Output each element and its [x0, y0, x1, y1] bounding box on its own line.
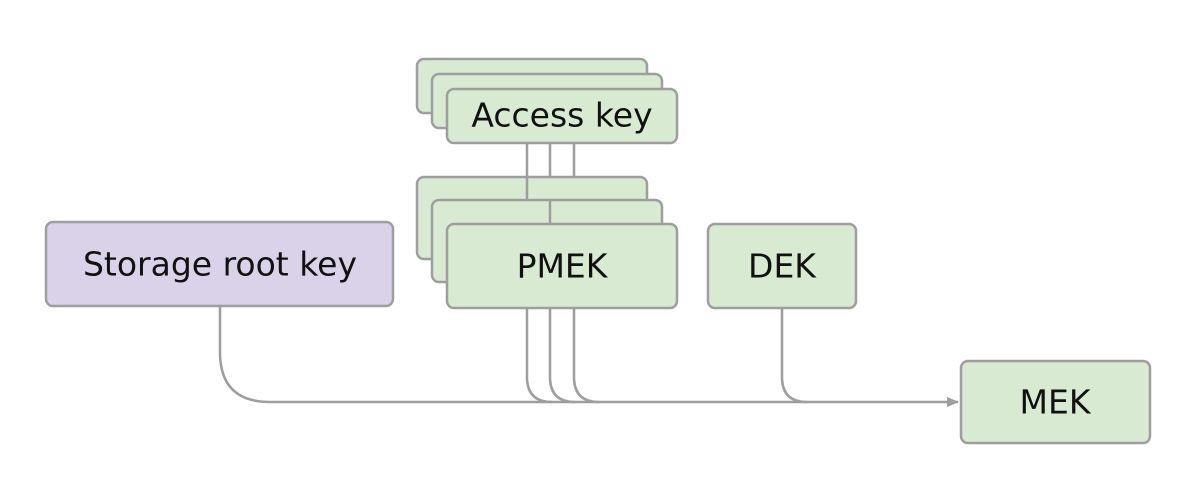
access-key-label: Access key [471, 96, 652, 135]
dek-node-group: DEK [706, 222, 858, 310]
access-key-node [445, 87, 679, 145]
access-key-stack: Access key [415, 57, 679, 145]
mek-label: MEK [1020, 383, 1092, 422]
pmek-to-mek-connector-1 [525, 308, 553, 404]
pmek-node [445, 222, 679, 310]
dek-to-mek-connector [780, 308, 808, 404]
storage-root-key-node-group: Storage root key [44, 220, 395, 308]
connectors-to-mek [218, 306, 959, 407]
pmek-label: PMEK [517, 247, 609, 286]
dek-label: DEK [748, 247, 817, 286]
pmek-to-mek-connector-2 [548, 308, 576, 404]
storage-root-key-to-mek-connector [218, 306, 959, 407]
mek-node [959, 359, 1152, 445]
storage-root-key-label: Storage root key [83, 245, 357, 284]
pmek-to-mek-connector-3 [572, 308, 600, 404]
mek-node-group: MEK [959, 359, 1152, 445]
pmek-stack: PMEK [415, 175, 679, 310]
